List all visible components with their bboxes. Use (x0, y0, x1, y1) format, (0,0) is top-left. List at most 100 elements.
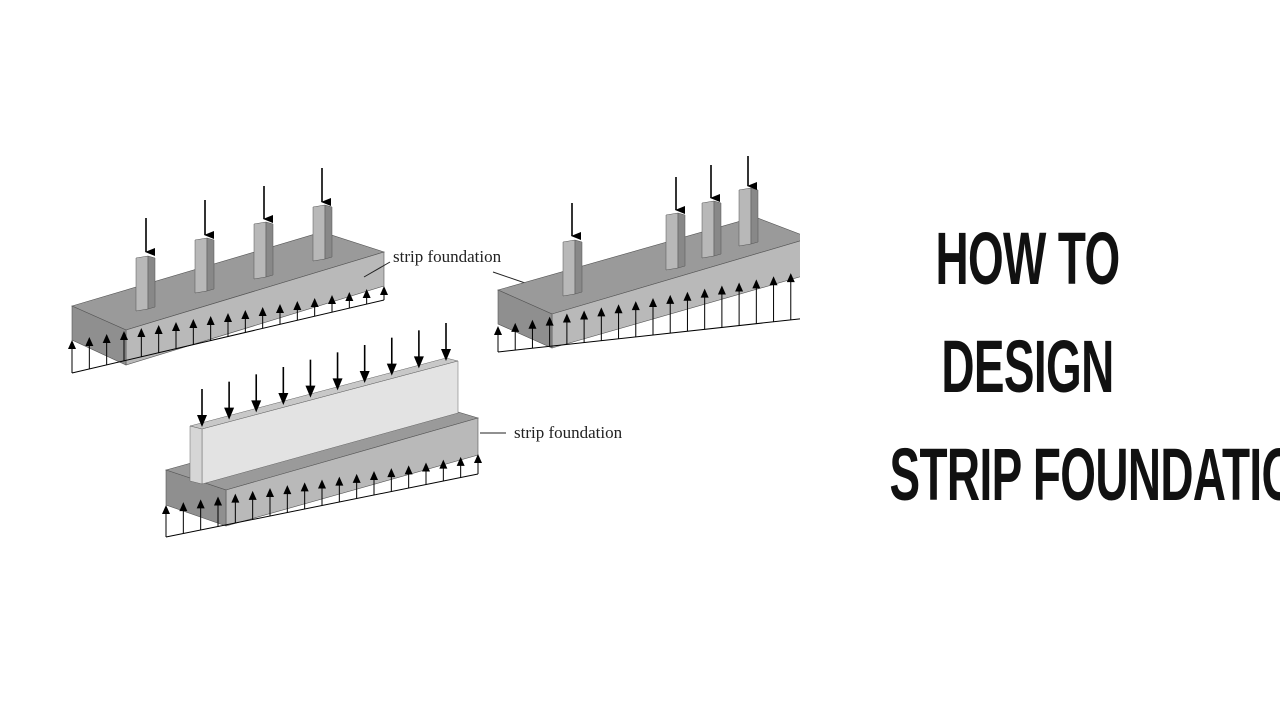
reaction-arrowhead (328, 295, 336, 304)
reaction-arrowhead (120, 331, 128, 340)
wall-load-arrowhead (224, 407, 235, 420)
wall-load-arrowhead (278, 393, 289, 405)
reaction-arrowhead (214, 496, 222, 506)
reaction-arrowhead (154, 325, 163, 334)
reaction-arrowhead (370, 471, 378, 480)
label-bottom: strip foundation (480, 423, 623, 442)
reaction-arrowhead (293, 301, 302, 310)
label-leader-line (492, 271, 529, 285)
reaction-arrowhead (224, 313, 232, 322)
title-block: HOW TO DESIGN STRIP FOUNDATION (805, 205, 1280, 529)
reaction-arrowhead (231, 493, 240, 503)
reaction-arrowhead (700, 288, 709, 298)
label-text: strip foundation (514, 423, 623, 442)
reaction-arrowhead (683, 291, 692, 301)
wall-load-arrowhead (197, 415, 207, 427)
reaction-arrowhead (380, 286, 388, 295)
column (135, 255, 156, 312)
reaction-arrowhead (85, 337, 94, 346)
reaction-arrowhead (735, 282, 744, 292)
column (562, 239, 583, 297)
reaction-arrowhead (614, 304, 623, 314)
soil-reaction-arrows (494, 273, 800, 353)
reaction-arrowhead (318, 479, 326, 489)
label-top-left: strip foundation (363, 247, 529, 285)
reaction-arrowhead (276, 304, 284, 313)
reaction-arrowhead (162, 505, 170, 514)
column (738, 187, 759, 247)
footing-end-face (165, 469, 227, 527)
soil-reaction-arrows (162, 454, 482, 538)
footing-wall (162, 323, 482, 538)
wall-end-face (189, 425, 203, 485)
footing-four-columns (68, 168, 388, 374)
column-load-arrows (145, 168, 331, 256)
reaction-arrowhead (769, 276, 778, 286)
reaction-arrowhead (422, 462, 430, 472)
column (253, 221, 274, 280)
reaction-arrowhead (266, 488, 274, 497)
reaction-arrowhead (206, 316, 215, 325)
reaction-arrowhead (335, 476, 344, 486)
wall-load-arrowhead (332, 378, 343, 391)
reaction-arrowhead (631, 301, 640, 311)
wall-load-arrowhead (305, 385, 316, 398)
reaction-arrowhead (352, 473, 361, 483)
reaction-arrowhead (310, 298, 319, 307)
reaction-arrowhead (362, 289, 371, 298)
reaction-arrowhead (137, 328, 146, 337)
reaction-arrowhead (300, 482, 309, 492)
soil-reaction-arrows (68, 286, 388, 374)
reaction-arrowhead (511, 322, 520, 332)
label-text: strip foundation (393, 247, 502, 266)
column (194, 237, 215, 294)
reaction-arrowhead (283, 485, 292, 495)
reaction-arrowhead (666, 294, 675, 304)
column-group (135, 204, 333, 312)
footing-eccentric-columns (494, 156, 800, 353)
reaction-arrowhead (456, 456, 465, 466)
reaction-arrowhead (189, 319, 198, 328)
reaction-arrowhead (179, 502, 188, 512)
reaction-arrowhead (404, 465, 413, 475)
reaction-arrowhead (562, 313, 571, 323)
reaction-arrowhead (717, 285, 726, 295)
reaction-arrowhead (580, 310, 589, 320)
column (312, 204, 333, 262)
title-line-2: DESIGN (941, 325, 1114, 408)
strip-foundation-diagram: strip foundation (68, 156, 800, 538)
reaction-arrowhead (68, 340, 76, 349)
column (665, 212, 686, 271)
wall-load-arrowhead (413, 356, 424, 369)
reaction-arrowhead (494, 326, 502, 335)
reaction-arrowhead (474, 454, 482, 463)
reaction-arrowhead (786, 273, 795, 283)
wall-load-arrowhead (359, 371, 370, 383)
reaction-arrowhead (597, 307, 606, 317)
reaction-arrowhead (545, 316, 554, 326)
footing-end-face (71, 305, 127, 366)
reaction-arrowhead (102, 334, 111, 343)
reaction-arrowhead (345, 292, 354, 301)
label-leader-line (363, 261, 391, 278)
reaction-arrowhead (241, 310, 250, 319)
footing-end-face (497, 289, 553, 349)
column-group (562, 187, 759, 297)
reaction-arrowhead (387, 468, 396, 478)
wall-load-arrowhead (251, 400, 262, 413)
column-load-arrows (571, 156, 757, 240)
reaction-arrowhead (258, 307, 267, 316)
reaction-arrowhead (172, 322, 180, 331)
column (701, 200, 722, 259)
reaction-arrowhead (196, 499, 205, 509)
wall-load-arrowhead (441, 349, 451, 361)
title-line-1: HOW TO (935, 217, 1120, 300)
reaction-arrowhead (649, 298, 657, 307)
reaction-arrowhead (248, 490, 257, 500)
reaction-arrowhead (528, 319, 537, 329)
reaction-arrowhead (439, 459, 448, 469)
wall-load-arrows (197, 323, 451, 427)
reaction-arrowhead (752, 279, 761, 289)
title-line-3: STRIP FOUNDATION (889, 433, 1280, 516)
wall-load-arrowhead (386, 363, 397, 376)
